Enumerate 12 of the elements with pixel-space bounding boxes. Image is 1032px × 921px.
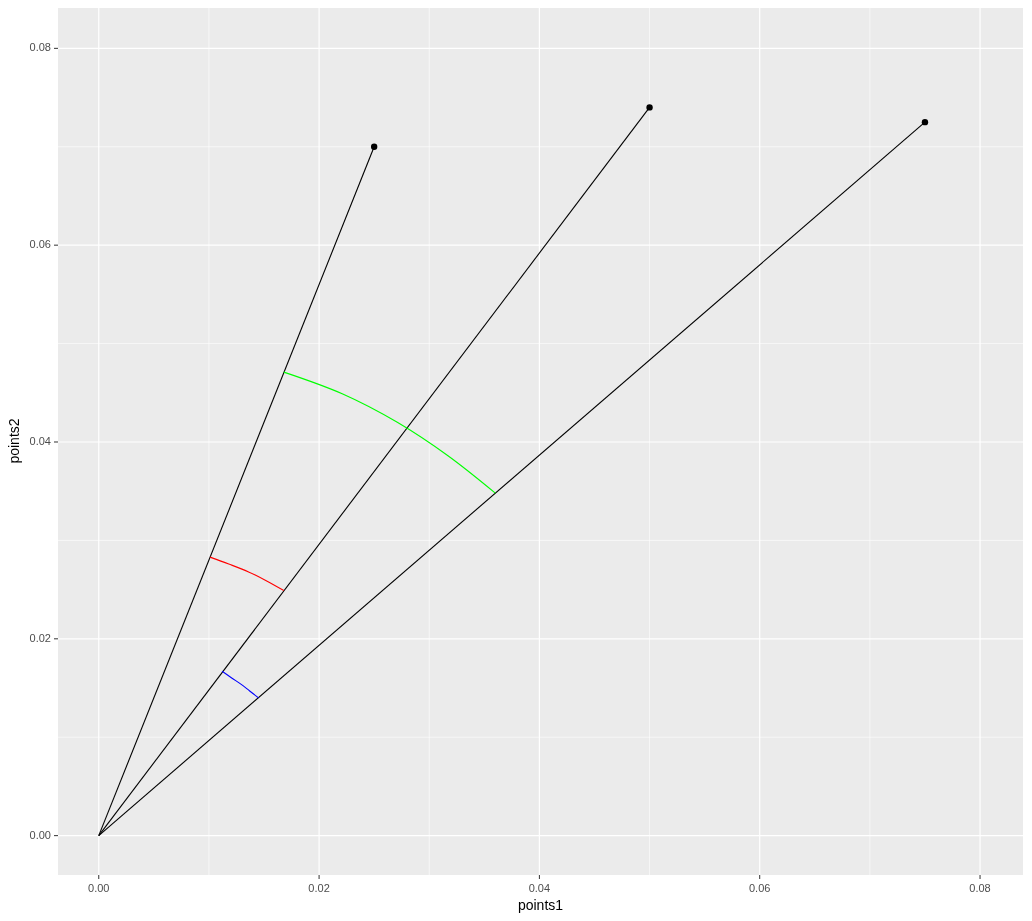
tick-label: 0.06 [29, 238, 51, 251]
tick-label: 0.08 [968, 882, 992, 894]
tick-label: 0.06 [748, 882, 772, 894]
tick-label: 0.00 [87, 882, 111, 894]
tick-label: 0.04 [29, 435, 51, 447]
axis-title: points1 [516, 897, 565, 913]
tick-label: 0.02 [29, 631, 51, 644]
tick-label: 0.00 [29, 828, 51, 841]
axis-title: points2 [6, 417, 22, 466]
tick-label: 0.02 [307, 882, 331, 894]
tick-label: 0.08 [29, 41, 51, 54]
tick-label: 0.04 [527, 882, 552, 894]
